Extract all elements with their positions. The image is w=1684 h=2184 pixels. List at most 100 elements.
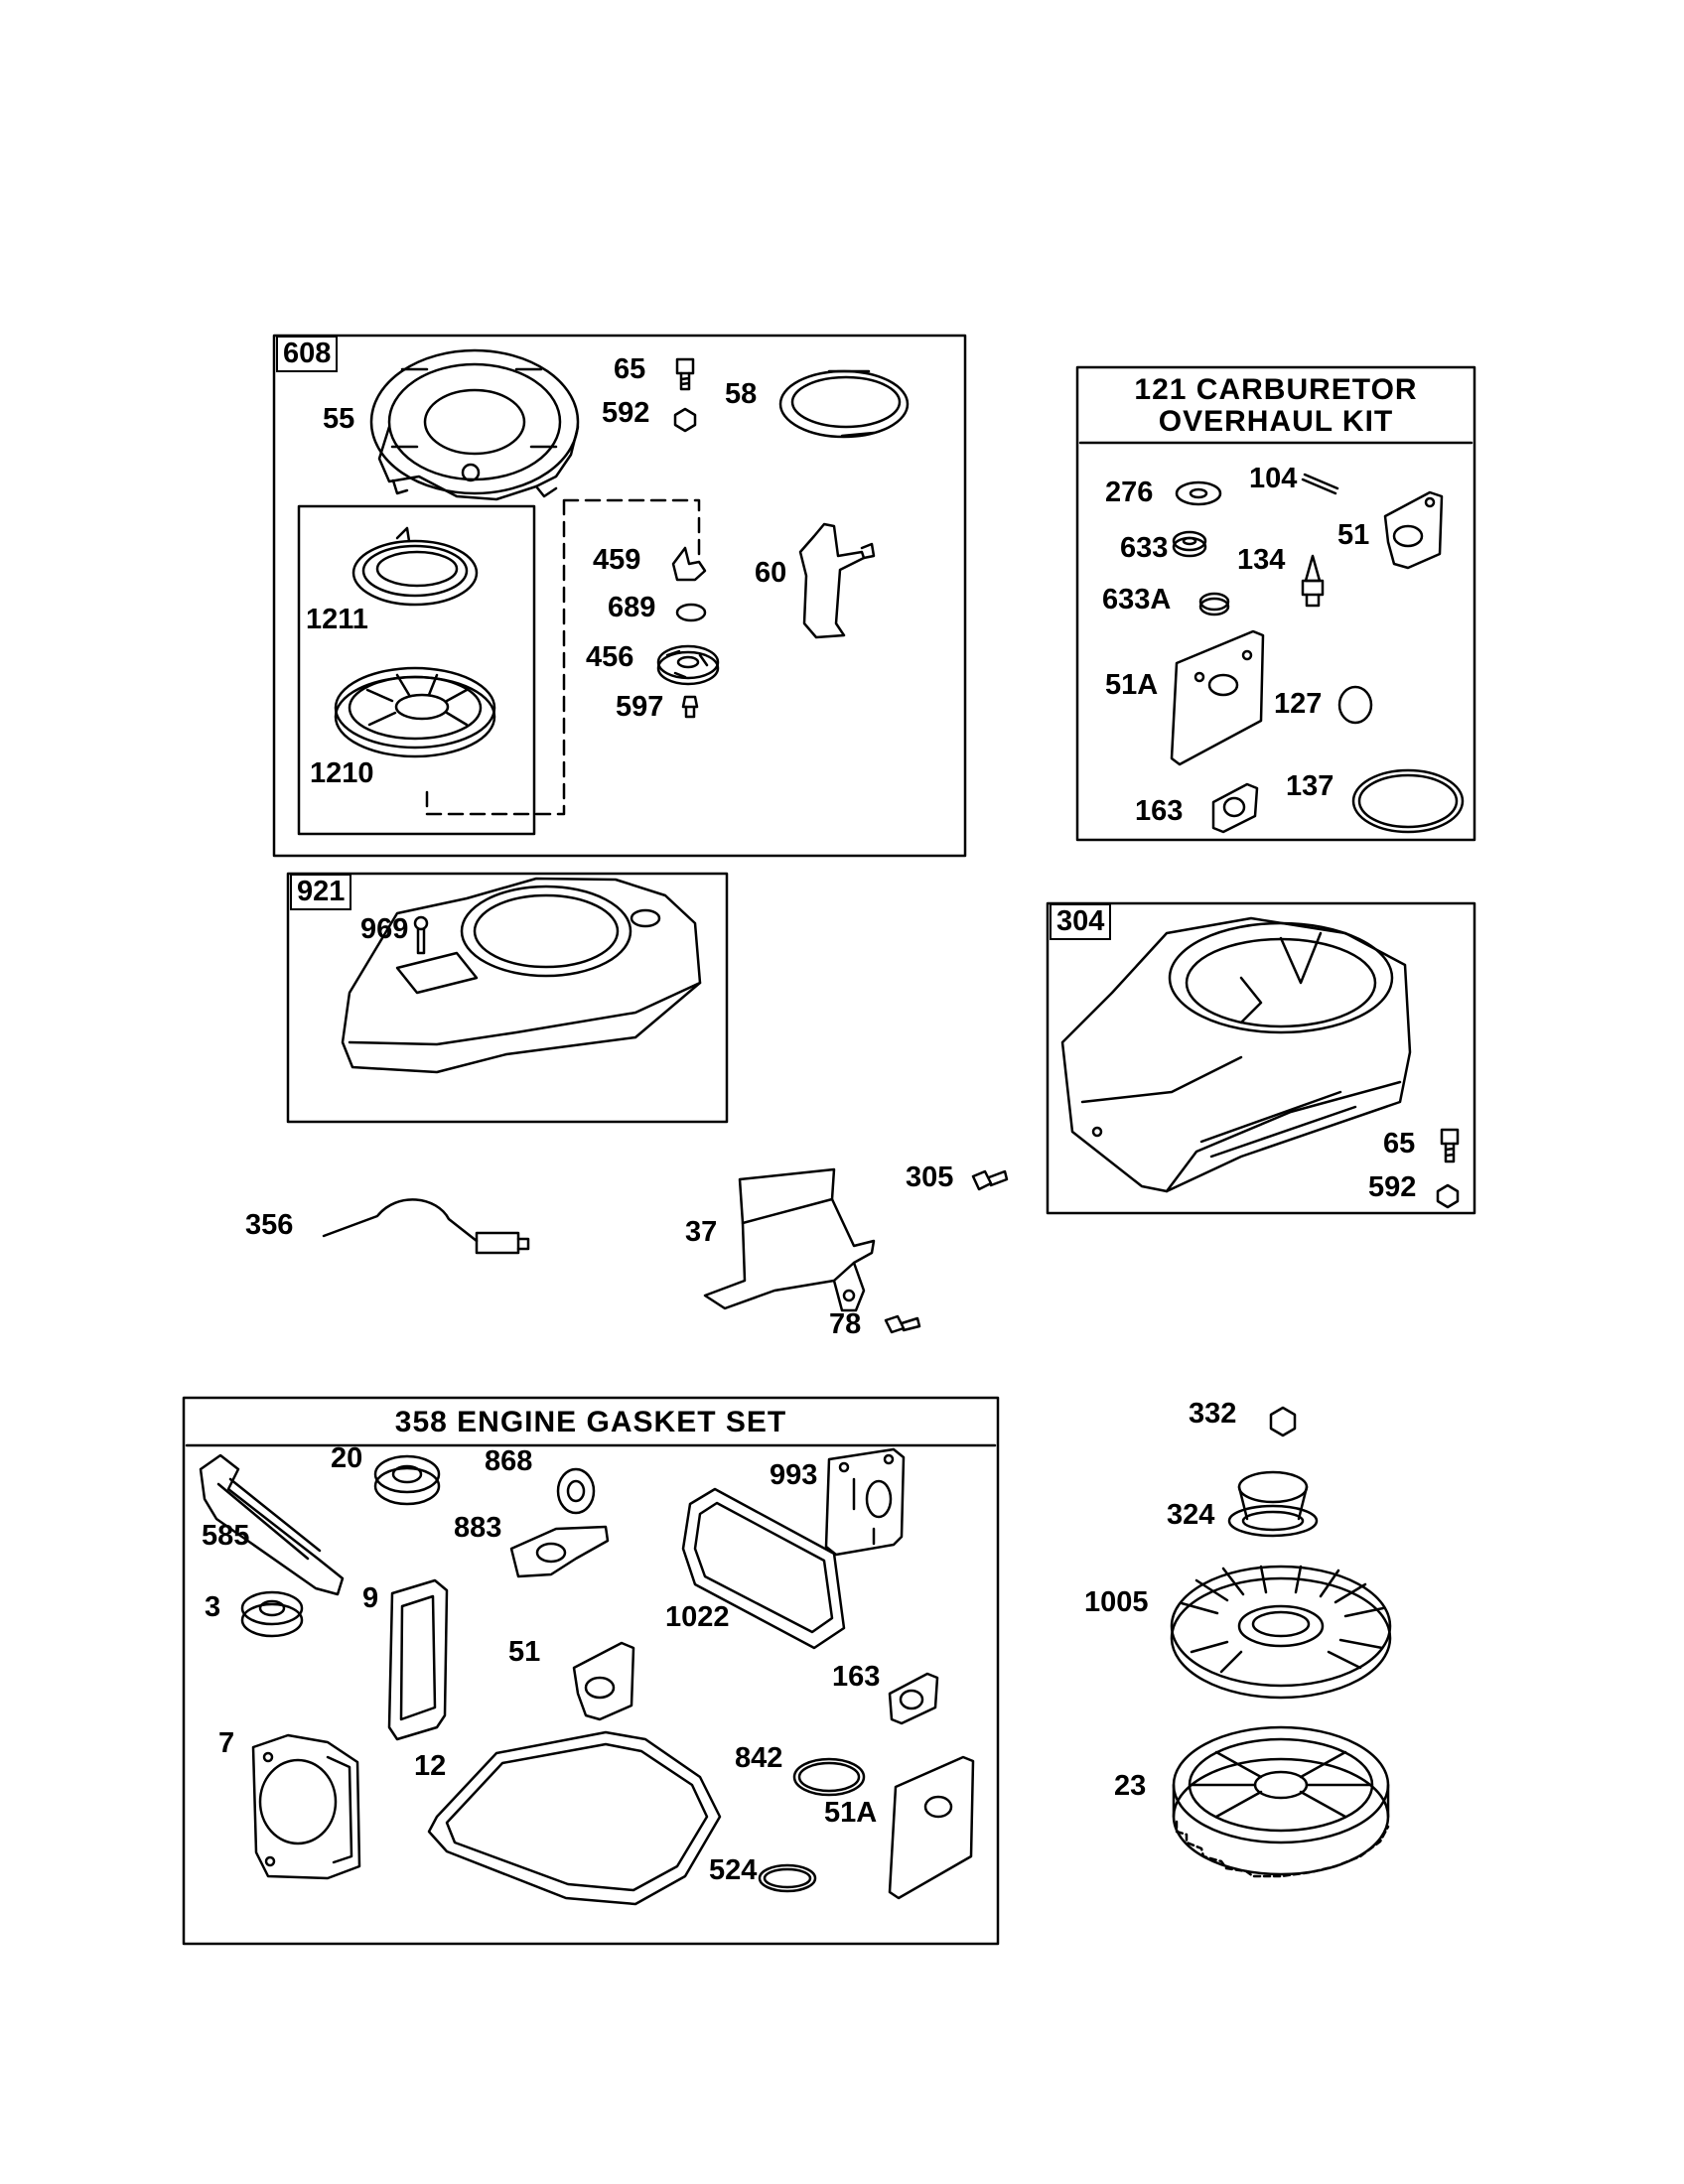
part-label: 332 (1189, 1398, 1237, 1430)
gasket-163 (1211, 782, 1259, 834)
carb-kit-title-line1: 121 CARBURETOR (1134, 373, 1418, 406)
gasket-51a (1170, 629, 1265, 766)
part-label: 58 (725, 378, 758, 410)
part-label: 459 (593, 544, 641, 576)
ground-wire-356 (322, 1198, 530, 1255)
washer-276 (1175, 480, 1222, 506)
nut (673, 407, 697, 433)
part-label: 456 (586, 641, 634, 673)
screw-78 (884, 1314, 921, 1334)
shroud-304-frame (1046, 901, 1476, 1215)
part-label: 585 (202, 1520, 250, 1552)
part-label: 633A (1102, 584, 1172, 615)
part-label: 163 (1135, 795, 1184, 827)
part-label: 276 (1105, 477, 1154, 508)
part-label: 868 (485, 1445, 533, 1477)
dashed-linkage-box (425, 498, 701, 816)
oil-seal-3 (240, 1590, 304, 1638)
part-label: 1005 (1084, 1586, 1149, 1618)
seal-868 (556, 1467, 596, 1515)
oil-seal-20 (373, 1454, 441, 1506)
part-label: 592 (602, 397, 650, 429)
seal-633a (1198, 592, 1230, 616)
recoil-spring (351, 526, 479, 607)
part-label: 993 (770, 1459, 818, 1491)
blower-housing-304 (1060, 916, 1412, 1193)
starter-pawl (671, 546, 707, 582)
part-label: 65 (1383, 1128, 1416, 1160)
needle-valve-134 (1301, 554, 1325, 608)
retainer-ring (675, 603, 707, 622)
part-label: 55 (323, 403, 355, 435)
flywheel-nut-332 (1269, 1406, 1297, 1437)
part-label: 842 (735, 1742, 783, 1774)
flywheel-23 (1172, 1725, 1390, 1878)
part-label: 134 (1237, 544, 1286, 576)
part-label: 60 (755, 557, 787, 589)
gasket-kit-frame (182, 1396, 1000, 1946)
seal-633 (1172, 530, 1207, 558)
crankcase-gasket-12 (427, 1730, 722, 1906)
spring-pulley-subframe (297, 504, 536, 836)
blower-housing-921 (341, 877, 702, 1074)
gasket-51-bolt-hole (1424, 496, 1436, 508)
shroud-304-tag: 304 (1050, 903, 1112, 940)
part-label: 689 (608, 592, 656, 623)
part-label: 37 (685, 1216, 718, 1248)
o-ring-842 (792, 1757, 866, 1797)
part-label: 969 (360, 913, 409, 945)
part-label: 324 (1167, 1499, 1215, 1531)
part-label: 1022 (665, 1601, 730, 1633)
exhaust-gasket-993 (824, 1447, 906, 1557)
washer-276-hole (1189, 487, 1208, 499)
pin-104 (1301, 473, 1339, 495)
part-label: 592 (1368, 1171, 1417, 1203)
gasket-51b (572, 1641, 635, 1721)
ratchet (656, 644, 720, 686)
part-label: 3 (205, 1591, 221, 1623)
welch-plug-127 (1337, 685, 1373, 725)
part-label: 23 (1114, 1770, 1147, 1802)
breather-gasket-585 (199, 1453, 345, 1596)
part-label: 9 (362, 1582, 379, 1614)
part-label: 51A (824, 1797, 878, 1829)
air-guide-37 (703, 1167, 876, 1312)
starter-rope (778, 369, 910, 439)
intake-gasket-883 (509, 1525, 610, 1578)
part-label: 78 (829, 1308, 862, 1340)
starter-cup-324 (1227, 1470, 1319, 1538)
part-label: 1210 (310, 757, 374, 789)
gasket-51 (1383, 490, 1444, 570)
bolt-305 (971, 1169, 1009, 1191)
shroud-921-tag: 921 (290, 874, 352, 910)
screw-969 (413, 915, 429, 955)
part-label: 633 (1120, 532, 1169, 564)
carb-kit-title-line2: OVERHAUL KIT (1158, 405, 1394, 438)
gasket-51a-b (888, 1755, 975, 1900)
gasket-163b (888, 1672, 939, 1725)
retainer-screw (681, 695, 699, 719)
rewind-housing (369, 348, 580, 501)
kit-608-frame (272, 334, 967, 858)
bolt (675, 357, 695, 391)
bolt-65b (1440, 1128, 1460, 1163)
part-label: 883 (454, 1512, 502, 1544)
flywheel-fan-1005 (1170, 1565, 1392, 1700)
shroud-921-frame (286, 872, 729, 1124)
part-label: 51 (1337, 519, 1370, 551)
part-label: 65 (614, 353, 646, 385)
part-label: 524 (709, 1854, 758, 1886)
o-ring-524 (758, 1863, 817, 1893)
part-label: 597 (616, 691, 664, 723)
gasket-kit-title: 358 ENGINE GASKET SET (394, 1406, 787, 1438)
part-label: 305 (906, 1161, 954, 1193)
part-label: 1211 (306, 604, 368, 635)
part-label: 163 (832, 1661, 881, 1693)
kit-608-tag: 608 (276, 336, 339, 372)
starter-handle (798, 522, 876, 639)
part-label: 356 (245, 1209, 294, 1241)
gasket-9 (387, 1578, 449, 1741)
carb-kit-frame (1075, 365, 1476, 842)
part-label: 51A (1105, 669, 1159, 701)
